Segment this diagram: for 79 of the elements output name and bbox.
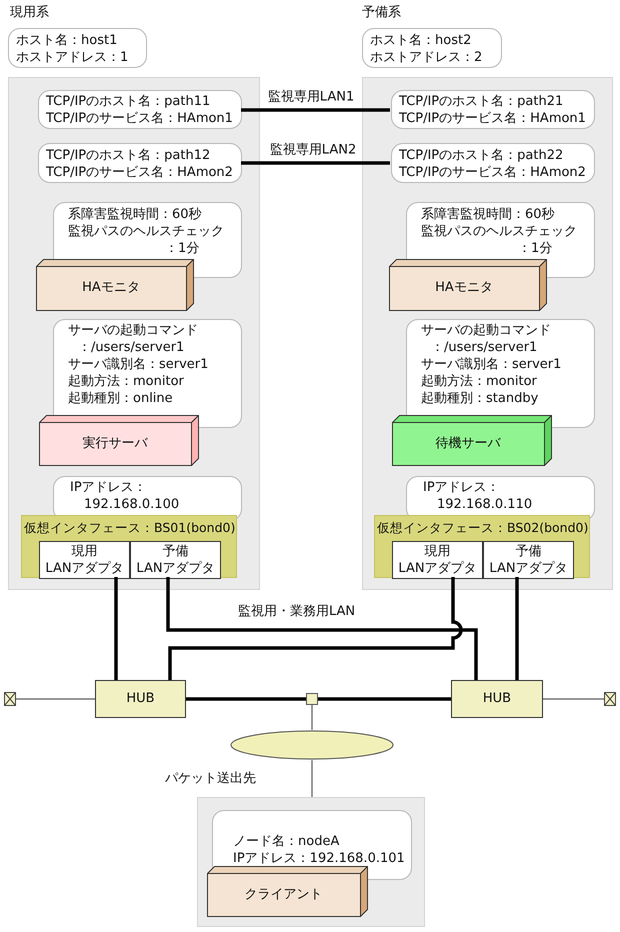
module-label: 待機サーバ [434,434,502,452]
info-text: TCP/IPのホスト名：path22 [399,147,564,164]
info-box [391,143,595,183]
adapter-box [130,541,221,579]
info-text: 監視パスのヘルスチェック：1分 [421,223,578,257]
info-box [38,143,242,183]
network-line [114,577,118,680]
info-box [38,90,242,129]
system-heading: 予備系 [362,4,401,21]
info-text: 起動方法：monitor [68,373,185,390]
junction-box [306,693,318,705]
network-line [311,705,313,730]
info-text: TCP/IPのホスト名：path12 [46,147,212,164]
info-text: サーバの起動コマンド：/users/server1 [68,322,199,356]
adapter-box [392,541,483,579]
module-label: HAモニタ [434,279,494,296]
network-line [311,760,313,797]
info-box [406,319,595,428]
info-text: ホスト名：host2 [370,32,472,49]
adapter-label: 現用 LANアダプタ [397,543,478,577]
info-text: IPアドレス： 192.168.0.110 [423,479,534,513]
network-ellipse [230,730,394,760]
info-text: TCP/IPのホスト名：path21 [399,93,564,110]
info-text: ホストアドレス：1 [16,49,130,66]
info-text: TCP/IPのサービス名：HAmon1 [399,110,587,127]
info-text: TCP/IPのホスト名：path11 [46,93,212,110]
info-text: IPアドレス： 192.168.0.100 [70,479,180,513]
panel-heading: パケット送出先 [165,770,256,787]
hub-box [451,680,543,718]
adapter-label: 現用 LANアダプタ [44,543,125,577]
network-line [515,577,519,680]
network-line [16,698,95,700]
info-box [362,28,502,68]
info-box [53,319,242,428]
info-text: 監視パスのヘルスチェック：1分 [68,223,225,257]
info-text: TCP/IPのサービス名：HAmon2 [399,164,587,181]
network-line [186,697,306,701]
info-text: TCP/IPのサービス名：HAmon1 [46,110,234,127]
info-box [391,90,595,129]
info-text: サーバ識別名：server1 [68,356,210,373]
info-text: ホスト名：host1 [16,32,118,49]
info-text: IPアドレス：192.168.0.101 [233,850,406,867]
info-text: 起動方法：monitor [421,373,538,390]
info-text: ノード名：nodeA [233,833,340,850]
hub-label: HUB [125,690,156,707]
edge-label: 監視専用LAN1 [266,88,356,106]
module-label: HAモニタ [81,279,141,296]
interface-label: 仮想インタフェース：BS02(bond0) [377,519,588,536]
network-line [318,697,451,701]
system-panel [362,77,613,590]
info-text: サーバの起動コマンド：/users/server1 [421,322,552,356]
interface-box [374,515,590,578]
info-box [8,28,147,68]
system-heading: 現用系 [10,4,49,21]
adapter-box [39,541,130,579]
network-line [241,161,390,165]
adapter-label: 予備 LANアダプタ [488,543,569,577]
system-panel [8,77,260,590]
interface-label: 仮想インタフェース：BS01(bond0) [24,519,236,536]
module-label: 実行サーバ [82,434,149,452]
network-label: 監視用・業務用LAN [238,603,356,620]
info-text: 起動種別：standby [421,390,540,407]
edge-label: 監視専用LAN2 [268,142,358,158]
hub-label: HUB [482,690,512,707]
info-text: ホストアドレス：2 [370,49,484,66]
info-text: 系障害監視時間：60秒 [68,206,203,223]
info-text: サーバ識別名：server1 [421,356,562,373]
adapter-label: 予備 LANアダプタ [135,543,216,577]
info-text: 系障害監視時間：60秒 [421,206,556,223]
info-text: 起動種別：online [68,390,174,407]
network-line [241,108,390,112]
adapter-box [483,541,574,579]
module-label: クライアント [244,886,324,902]
info-text: TCP/IPのサービス名：HAmon2 [46,164,234,181]
terminator-icon [4,692,16,706]
interface-box [21,515,237,578]
terminator-icon [604,692,616,706]
network-line [543,698,604,700]
hub-box [95,680,186,718]
